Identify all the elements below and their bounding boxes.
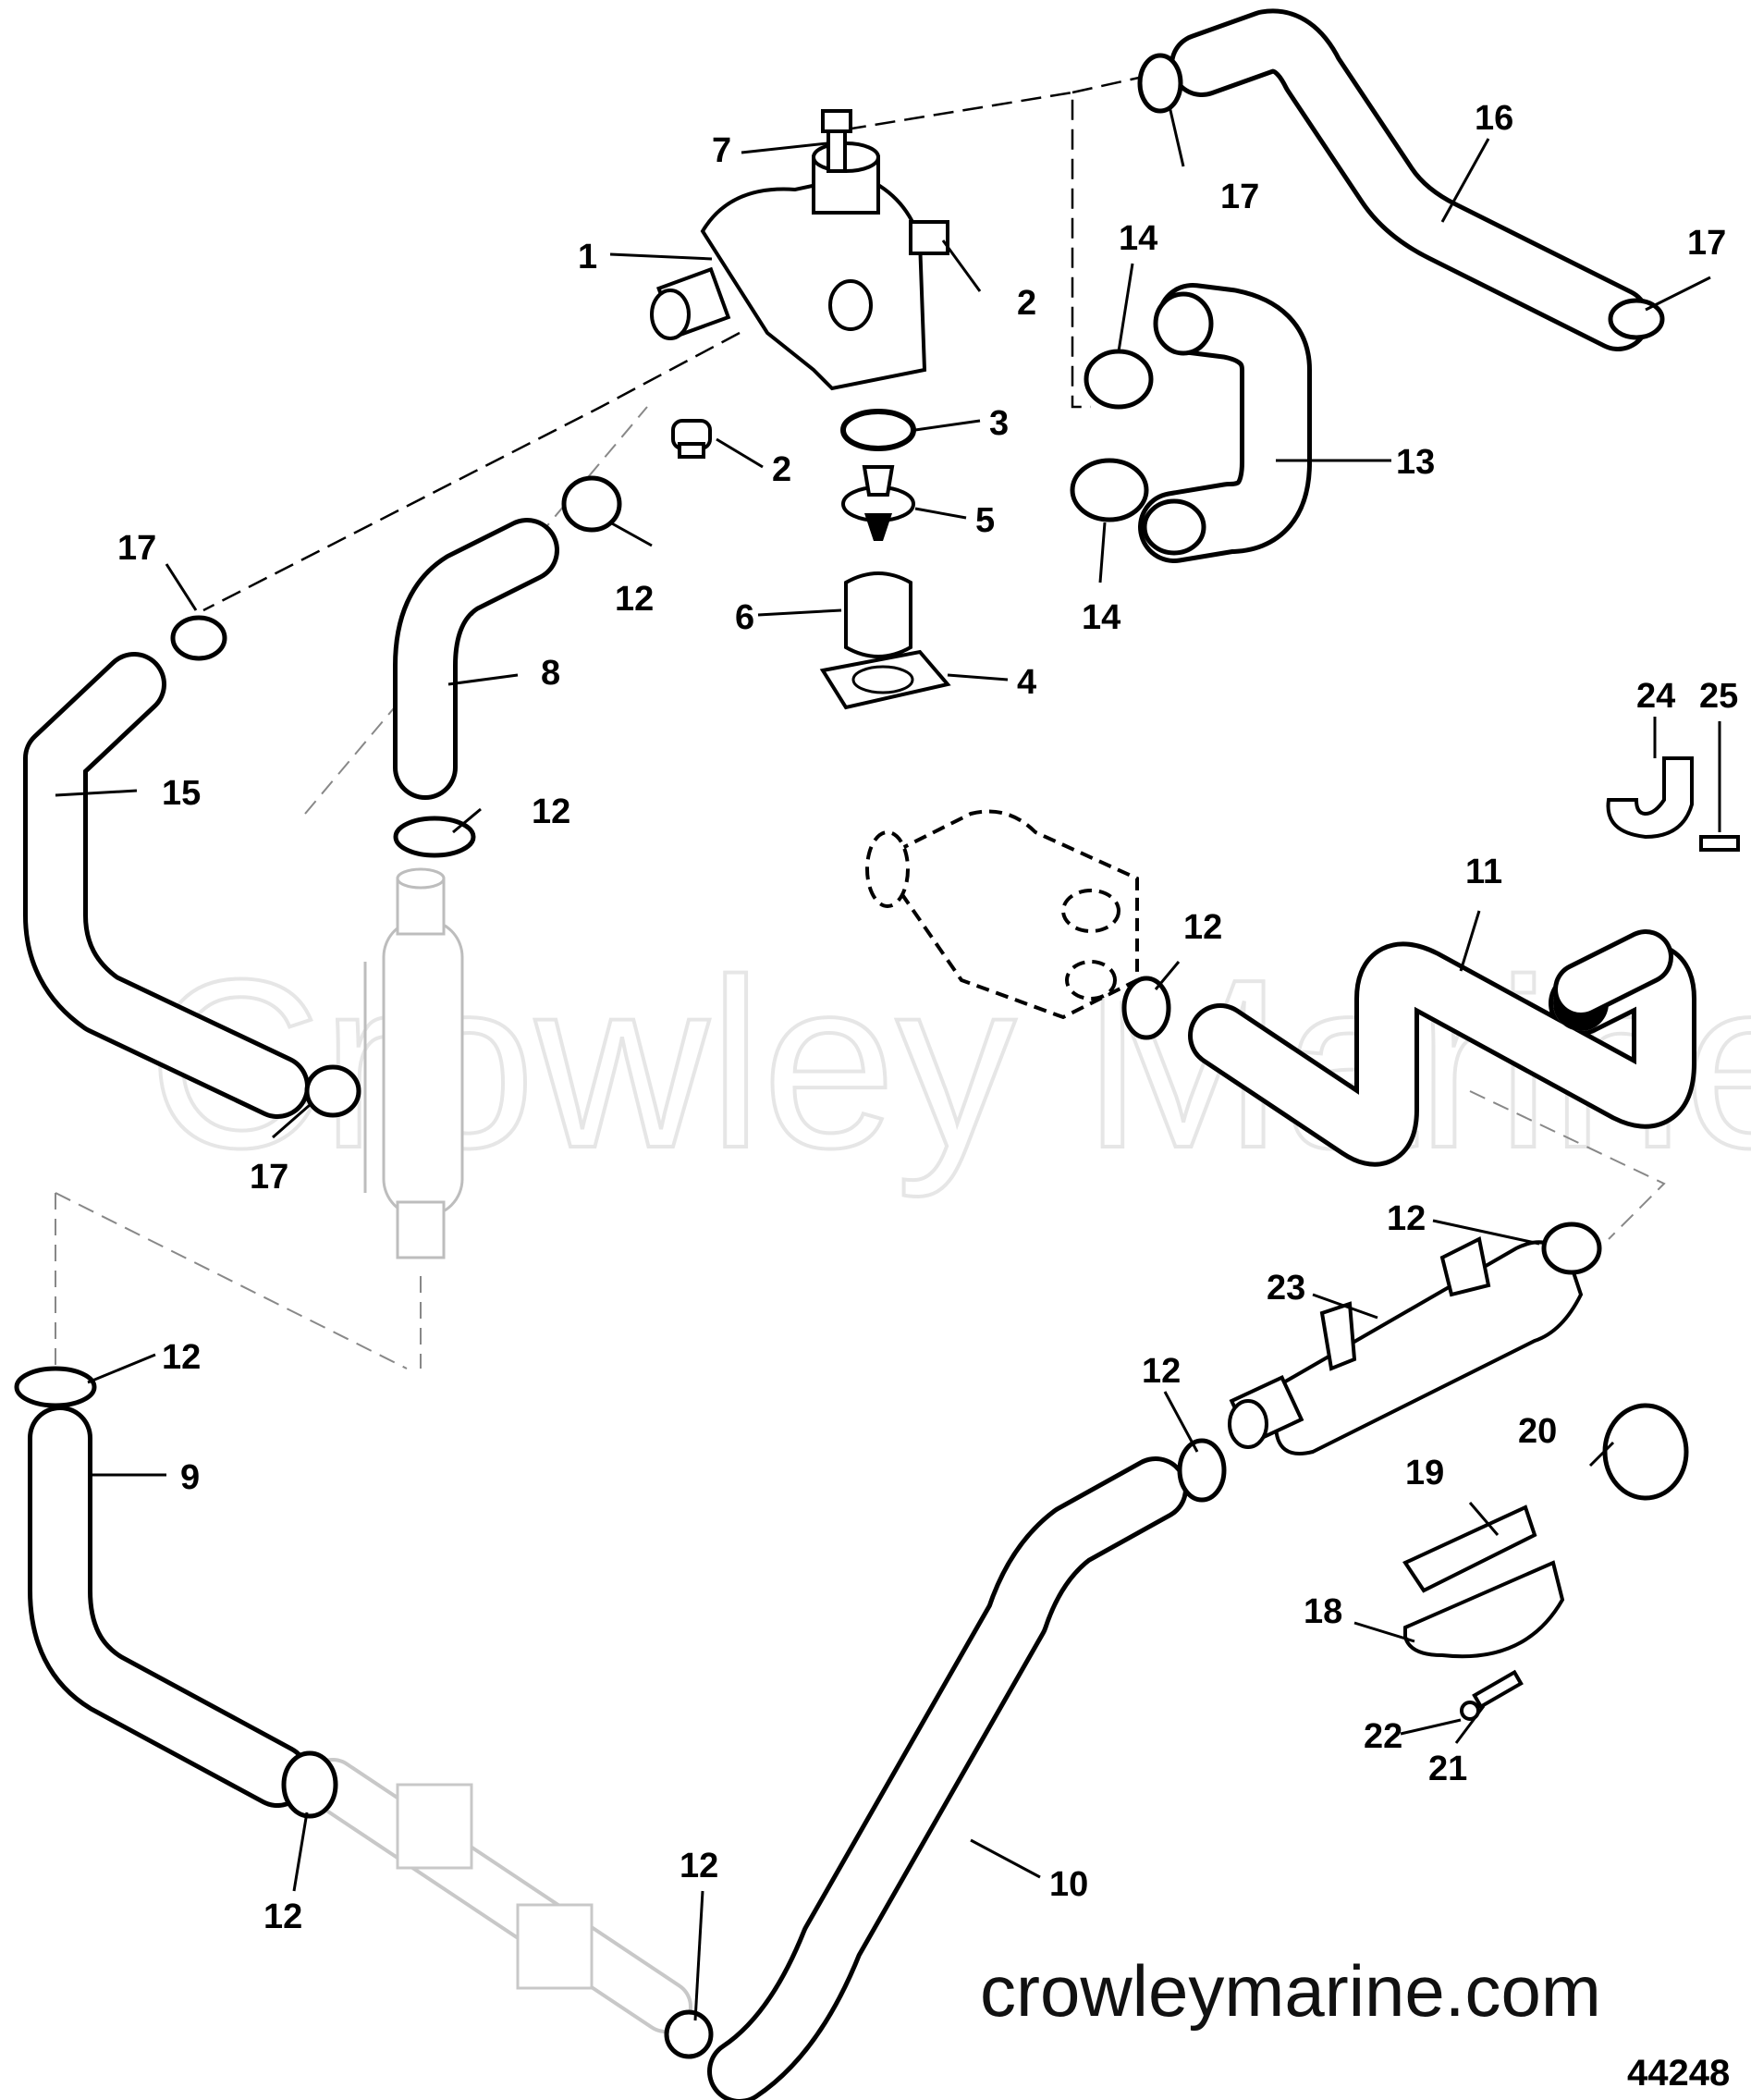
callout-15: 15 [162, 774, 201, 813]
callout-11: 11 [1465, 853, 1502, 891]
callout-12-bottom-left: 12 [263, 1897, 302, 1936]
callout-22: 22 [1364, 1717, 1402, 1756]
callout-18: 18 [1304, 1592, 1342, 1631]
callout-13: 13 [1396, 443, 1435, 482]
callout-8: 8 [541, 654, 560, 693]
washer-22 [1460, 1701, 1480, 1721]
bolt-7 [821, 109, 852, 173]
callout-24: 24 [1636, 677, 1675, 716]
hose-11 [1188, 929, 1696, 1167]
clamp-cover-19 [1402, 1504, 1537, 1593]
callout-12-bottom: 12 [680, 1847, 718, 1885]
callout-6: 6 [735, 598, 754, 637]
website-text: crowleymarine.com [980, 1950, 1601, 2032]
leader-lines [55, 105, 1721, 2021]
callout-labels: 1 2 2 3 4 5 6 7 8 9 10 11 12 12 12 12 12… [117, 99, 1738, 1936]
hose-16 [1169, 8, 1650, 351]
callout-20: 20 [1518, 1412, 1557, 1451]
callout-12-cooler: 12 [1387, 1199, 1426, 1238]
sleeve-6 [844, 571, 912, 658]
callout-21: 21 [1428, 1750, 1467, 1788]
callout-1: 1 [578, 238, 597, 276]
callout-25: 25 [1699, 677, 1738, 716]
callout-9: 9 [180, 1458, 200, 1497]
callout-16: 16 [1475, 99, 1513, 138]
figure-number: 44248 [1627, 2053, 1730, 2094]
callout-23: 23 [1267, 1269, 1305, 1308]
callout-2-right: 2 [1017, 284, 1036, 323]
callout-12-top: 12 [615, 580, 654, 619]
callout-7: 7 [712, 131, 731, 170]
clamp-cover-18 [1403, 1560, 1565, 1659]
bolt-25 [1699, 835, 1740, 852]
callout-12-hose10: 12 [1142, 1352, 1181, 1391]
callout-19: 19 [1405, 1454, 1444, 1492]
bolt-21 [1472, 1669, 1524, 1710]
callout-17-right: 17 [1687, 224, 1726, 263]
callout-14-bottom: 14 [1082, 598, 1120, 637]
hose-15 [23, 652, 310, 1119]
thermostat-housing [650, 141, 949, 391]
callout-2-left: 2 [772, 450, 791, 489]
gasket-4 [819, 649, 951, 710]
callout-4: 4 [1017, 663, 1036, 702]
thermostat-5 [841, 465, 915, 541]
hose-13 [1138, 283, 1312, 563]
callout-17-left-top: 17 [117, 529, 156, 568]
callout-5: 5 [975, 501, 995, 540]
hose-9 [28, 1406, 310, 1808]
raw-water-pump-ghost [306, 1758, 692, 2033]
callout-12-mid-left: 12 [532, 792, 570, 831]
hose-8 [393, 518, 559, 800]
hose-10 [707, 1456, 1188, 2100]
fuel-cooler-23 [1228, 1236, 1584, 1455]
callout-12-pump: 12 [1183, 908, 1222, 947]
callout-17-top: 17 [1220, 178, 1259, 216]
callout-14-top: 14 [1119, 219, 1157, 258]
callout-3: 3 [989, 404, 1009, 443]
callout-10: 10 [1049, 1865, 1088, 1904]
heat-exchanger-ghost [363, 867, 464, 1259]
circulating-pump-dashed [865, 809, 1139, 1020]
callout-12-hose9: 12 [162, 1338, 201, 1377]
callout-17-left-bottom: 17 [250, 1158, 288, 1197]
gasket-3 [840, 409, 916, 451]
plug-2 [671, 419, 712, 459]
bracket-24 [1606, 756, 1694, 840]
